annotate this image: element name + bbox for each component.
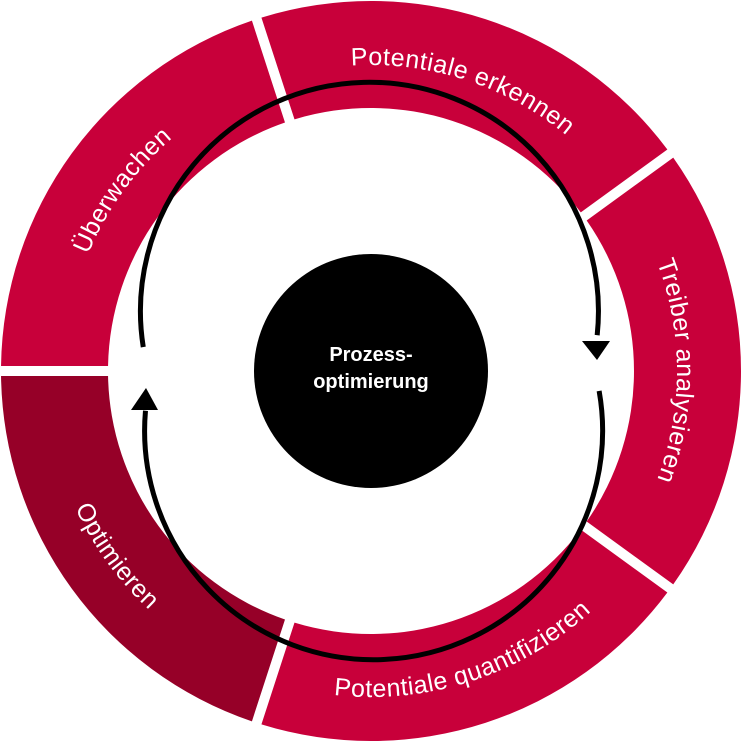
cycle-arrows <box>131 79 610 663</box>
center-circle <box>254 254 488 488</box>
segment-optimieren <box>1 375 285 722</box>
arrowhead-right-icon <box>582 341 610 360</box>
segment-potentiale-erkennen <box>261 1 668 213</box>
arrowhead-left-icon <box>131 388 158 410</box>
segment-potentiale-quantifizieren <box>261 529 668 741</box>
arrow-arc-top <box>137 79 601 348</box>
center-label-line1: Prozess- <box>329 344 412 366</box>
segment-ueberwachen <box>1 20 285 367</box>
center-label-line2: optimierung <box>313 371 429 393</box>
arrow-arc-bottom <box>142 390 606 663</box>
segment-treiber-analysieren <box>586 157 741 585</box>
